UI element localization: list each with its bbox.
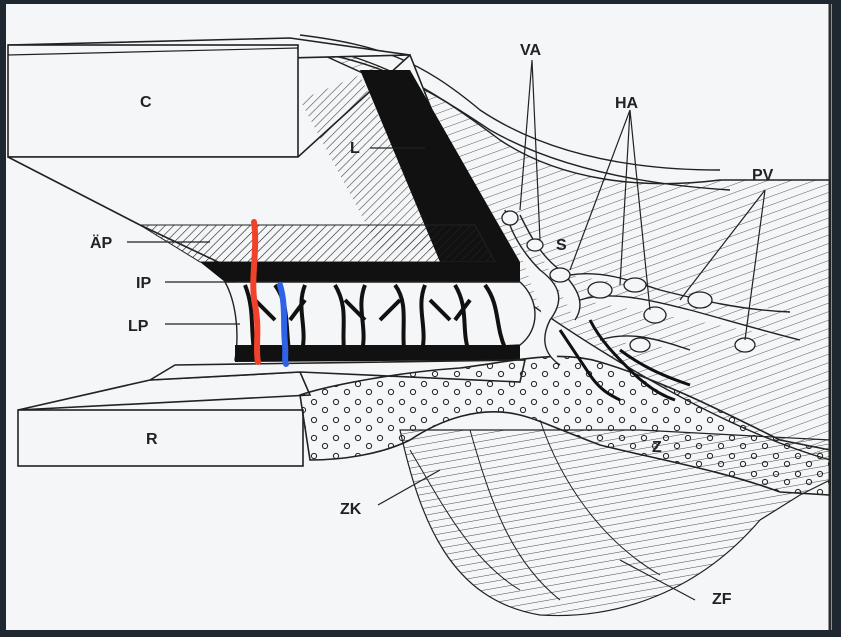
anterior-layer xyxy=(140,225,495,262)
block-r-front xyxy=(18,410,303,466)
intermediate-layer xyxy=(200,262,520,282)
label-zk: ZK xyxy=(340,501,362,518)
label-pv: PV xyxy=(752,167,774,184)
branching-layer-bottom xyxy=(235,345,520,362)
block-c-front xyxy=(8,45,298,157)
label-zf: ZF xyxy=(712,591,732,608)
label-s: S xyxy=(556,237,567,254)
label-lp: LP xyxy=(128,318,149,335)
label-z: Z xyxy=(652,439,662,456)
label-va: VA xyxy=(520,42,541,59)
label-r: R xyxy=(146,431,158,448)
label-c: C xyxy=(140,94,152,111)
label-ha: HA xyxy=(615,95,639,112)
label-ap: ÄP xyxy=(90,234,113,252)
label-ip: IP xyxy=(136,275,151,292)
label-l: L xyxy=(350,140,360,157)
